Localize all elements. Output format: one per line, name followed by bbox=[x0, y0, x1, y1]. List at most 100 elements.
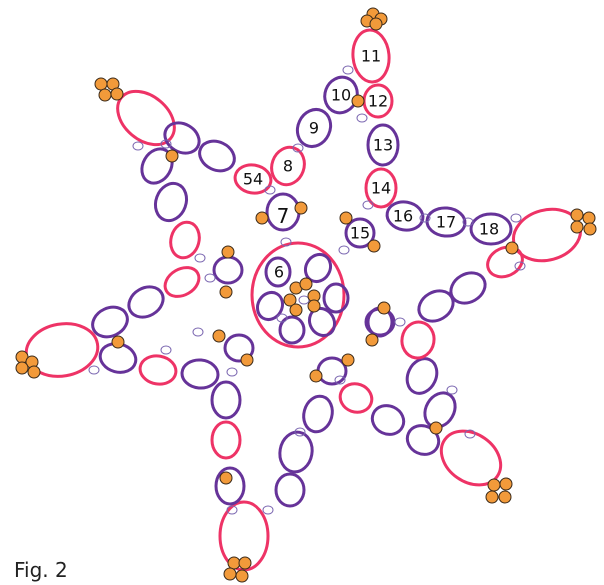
picot bbox=[338, 245, 350, 255]
bead bbox=[15, 361, 29, 375]
ring-label-9: 9 bbox=[309, 119, 319, 138]
bead bbox=[570, 220, 584, 234]
bead bbox=[583, 222, 597, 236]
tatting-ring bbox=[140, 147, 174, 185]
bead bbox=[367, 239, 381, 253]
picot bbox=[264, 185, 276, 195]
figure-caption: Fig. 2 bbox=[14, 558, 68, 582]
tatting-ring bbox=[385, 200, 425, 232]
bead bbox=[165, 149, 179, 163]
tatting-ring bbox=[169, 220, 201, 260]
tatting-ring bbox=[469, 212, 513, 246]
label-layer: 6 7 54 8 9 10 11 12 13 14 15 16 17 18 bbox=[243, 47, 499, 282]
ring-label-17: 17 bbox=[436, 213, 456, 232]
tatting-ring bbox=[180, 358, 220, 390]
bead bbox=[505, 241, 519, 255]
tatting-ring bbox=[405, 357, 439, 395]
bead-layer bbox=[15, 7, 597, 583]
bead bbox=[240, 353, 254, 367]
picot bbox=[280, 237, 292, 247]
picot bbox=[334, 375, 346, 385]
bead bbox=[341, 353, 355, 367]
bead bbox=[365, 333, 379, 347]
bead bbox=[369, 17, 383, 31]
bead bbox=[283, 293, 297, 307]
tatting-ring bbox=[338, 382, 374, 414]
picot bbox=[88, 365, 100, 375]
ring-label-13: 13 bbox=[373, 136, 393, 155]
tatting-ring bbox=[163, 121, 201, 155]
bead bbox=[235, 569, 249, 583]
tatting-ring bbox=[486, 245, 524, 279]
picot bbox=[298, 295, 310, 305]
picot bbox=[462, 217, 474, 227]
tatting-ring bbox=[278, 430, 314, 474]
tatting-ring bbox=[210, 380, 242, 420]
ring-label-15: 15 bbox=[350, 224, 370, 243]
ring-label-8: 8 bbox=[283, 157, 293, 176]
tatting-ring bbox=[364, 167, 398, 209]
picot bbox=[446, 385, 458, 395]
tatting-ring bbox=[163, 266, 201, 298]
picot bbox=[192, 327, 204, 337]
tatting-ring bbox=[439, 429, 503, 487]
bead bbox=[219, 471, 233, 485]
picot bbox=[160, 139, 172, 149]
tatting-ring bbox=[370, 404, 406, 436]
bead bbox=[487, 478, 501, 492]
tatting-ring bbox=[127, 285, 165, 319]
bead bbox=[219, 285, 233, 299]
bead bbox=[570, 208, 584, 222]
picot bbox=[292, 143, 304, 153]
picot bbox=[419, 213, 431, 223]
ring-label-16: 16 bbox=[393, 207, 413, 226]
picot bbox=[160, 345, 172, 355]
tatting-ring bbox=[425, 206, 467, 238]
bead bbox=[27, 365, 41, 379]
bead bbox=[582, 211, 596, 225]
tatting-ring bbox=[250, 241, 346, 349]
bead bbox=[498, 490, 512, 504]
tatting-ring bbox=[214, 466, 246, 506]
ring-label-10: 10 bbox=[331, 86, 351, 105]
bead bbox=[309, 369, 323, 383]
picot bbox=[362, 200, 374, 210]
ring-label-7: 7 bbox=[277, 204, 290, 228]
bead bbox=[212, 329, 226, 343]
bead bbox=[307, 299, 321, 313]
tatting-ring bbox=[278, 315, 306, 345]
picot bbox=[294, 427, 306, 437]
tatting-ring bbox=[233, 163, 273, 195]
picot bbox=[464, 429, 476, 439]
picot bbox=[276, 313, 288, 323]
bead bbox=[499, 477, 513, 491]
tatting-ring bbox=[264, 256, 292, 288]
ring-label-14: 14 bbox=[371, 179, 391, 198]
tatting-ring bbox=[366, 123, 400, 167]
ring-label-12: 12 bbox=[368, 92, 388, 111]
bead bbox=[98, 88, 112, 102]
bead bbox=[339, 211, 353, 225]
picot bbox=[394, 317, 406, 327]
bead bbox=[377, 301, 391, 315]
bead bbox=[223, 567, 237, 581]
tatting-ring bbox=[223, 333, 255, 363]
picot bbox=[514, 261, 526, 271]
picot bbox=[262, 505, 274, 515]
tatting-ring bbox=[322, 282, 350, 314]
picot bbox=[356, 113, 368, 123]
bead bbox=[110, 87, 124, 101]
picot bbox=[204, 273, 216, 283]
bead bbox=[94, 77, 108, 91]
bead bbox=[111, 335, 125, 349]
bead bbox=[299, 277, 313, 291]
tatting-ring bbox=[153, 181, 189, 223]
tatting-ring bbox=[255, 290, 285, 322]
bead bbox=[429, 421, 443, 435]
bead bbox=[294, 201, 308, 215]
tatting-ring bbox=[138, 354, 178, 386]
picot bbox=[510, 213, 522, 223]
bead bbox=[289, 303, 303, 317]
tatting-ring bbox=[198, 139, 236, 173]
